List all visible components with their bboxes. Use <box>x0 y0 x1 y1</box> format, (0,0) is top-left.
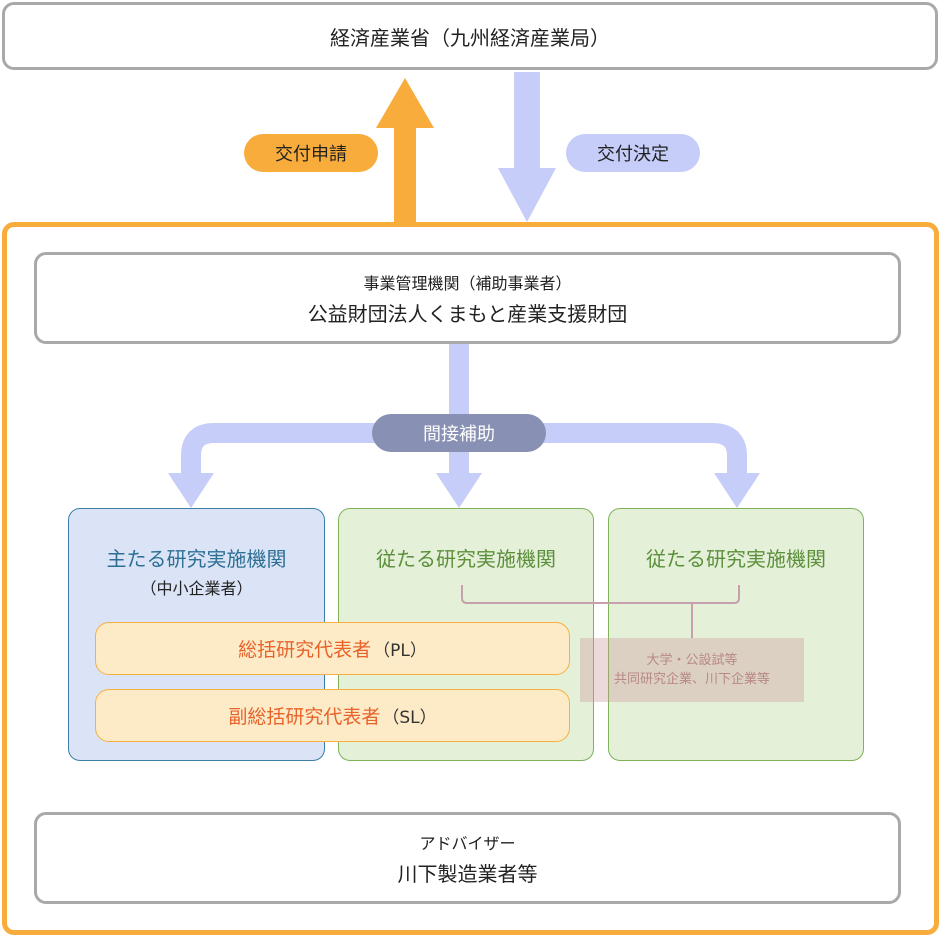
pl-role: 総括研究代表者 （PL） <box>95 622 570 675</box>
sub-org-title: 従たる研究実施機関 <box>646 547 826 571</box>
arrow-head-left <box>168 473 214 508</box>
partners-note-line2: 共同研究企業、川下企業等 <box>613 672 770 687</box>
sl-role-code: （SL） <box>382 708 437 728</box>
project-frame <box>2 222 939 935</box>
adviser-role: アドバイザー <box>419 833 516 853</box>
pl-role-code: （PL） <box>373 641 427 661</box>
apply-arrow <box>376 78 434 227</box>
sl-role: 副総括研究代表者 （SL） <box>95 689 570 742</box>
indirect-subsidy-text: 間接補助 <box>423 424 495 445</box>
apply-label-text: 交付申請 <box>275 144 347 165</box>
partners-note-line1: 大学・公設試等 <box>646 653 738 668</box>
arrow-head-right <box>714 473 760 508</box>
sub-org-box: 従たる研究実施機関 <box>608 508 864 761</box>
sl-role-name: 副総括研究代表者 <box>228 706 381 728</box>
admin-org-box: 事業管理機関（補助事業者） 公益財団法人くまもと産業支援財団 <box>34 252 901 344</box>
admin-org-role: 事業管理機関（補助事業者） <box>363 273 572 293</box>
decision-label: 交付決定 <box>566 134 700 172</box>
pl-role-name: 総括研究代表者 <box>238 639 372 661</box>
decision-arrow <box>498 72 556 222</box>
arrow-head-center <box>436 473 482 508</box>
partners-note: 大学・公設試等 共同研究企業、川下企業等 <box>580 638 804 702</box>
apply-label: 交付申請 <box>244 134 378 172</box>
admin-org-name: 公益財団法人くまもと産業支援財団 <box>307 301 628 326</box>
indirect-subsidy-label: 間接補助 <box>372 414 546 452</box>
sub-org-title: 従たる研究実施機関 <box>376 547 556 571</box>
ministry-box: 経済産業省（九州経済産業局） <box>2 2 938 70</box>
main-org-subtitle: （中小企業者） <box>140 579 253 598</box>
main-org-title: 主たる研究実施機関 <box>106 547 287 571</box>
adviser-box: アドバイザー 川下製造業者等 <box>34 812 901 904</box>
ministry-label: 経済産業省（九州経済産業局） <box>330 25 610 50</box>
adviser-name: 川下製造業者等 <box>397 861 538 886</box>
distribution-arrows <box>181 343 747 478</box>
decision-label-text: 交付決定 <box>597 144 669 165</box>
